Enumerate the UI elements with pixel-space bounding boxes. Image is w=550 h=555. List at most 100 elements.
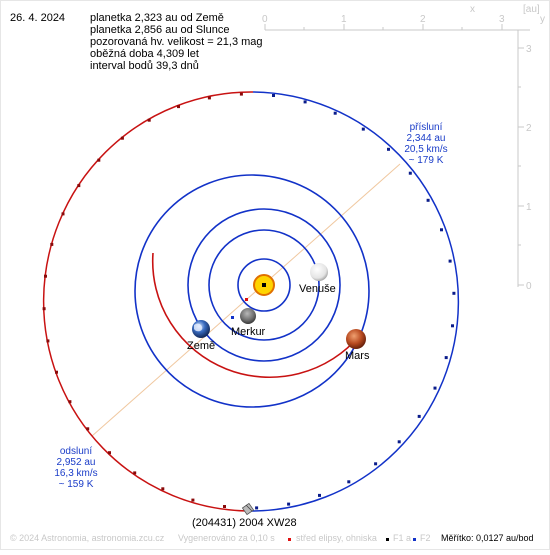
venus-orbit — [208, 229, 320, 341]
top-tick-label: 3 — [499, 14, 505, 25]
focus-marker — [262, 283, 266, 287]
orbit-point-marker — [97, 158, 101, 162]
orbit-point-marker — [68, 400, 72, 404]
right-tick-label: 2 — [526, 123, 532, 134]
orbit-point-marker — [433, 386, 437, 390]
orbit-point-marker — [397, 440, 401, 444]
legend-center-dot-wrap — [288, 533, 296, 543]
legend-f2-dot-wrap — [413, 533, 419, 543]
aphelion-title: odsluní — [59, 446, 93, 457]
orbit-point-marker — [223, 505, 226, 508]
mercury-icon — [240, 308, 256, 324]
top-axis — [264, 24, 530, 31]
venus-label: Venuše — [299, 283, 336, 295]
orbit-point-marker — [108, 451, 111, 455]
second-focus-marker — [231, 316, 234, 319]
mars-label: Mars — [345, 350, 370, 362]
mars-icon — [346, 329, 366, 349]
earth-label: Země — [187, 340, 216, 352]
orbit-point-marker — [303, 100, 307, 104]
top-tick-label: 1 — [341, 14, 347, 25]
info-line: pozorovaná hv. velikost = 21,3 mag — [90, 36, 263, 48]
orbit-point-marker — [333, 111, 337, 115]
axis-x-letter: x — [470, 4, 475, 15]
legend-f2-text: F2 — [420, 533, 431, 543]
asteroid-orbit-below — [42, 91, 254, 512]
mercury-label: Merkur — [231, 326, 266, 338]
right-tick-label: 0 — [526, 281, 532, 292]
aphelion-speed: 16,3 km/s — [54, 468, 98, 479]
legend-f1-dot — [386, 538, 389, 541]
orbit-point-marker — [255, 506, 259, 510]
orbit-point-marker — [426, 198, 430, 202]
orbit-point-marker — [318, 493, 321, 497]
venus-icon — [310, 263, 328, 281]
perihelion-label: přísluní 2,344 au 20,5 km/s ~ 179 K — [396, 122, 456, 166]
date-label: 26. 4. 2024 — [10, 12, 66, 24]
mercury-orbit — [237, 258, 291, 312]
orbit-point-marker — [50, 242, 54, 246]
orbit-point-marker — [451, 324, 454, 328]
orbit-point-marker — [46, 339, 50, 343]
top-tick-label: 0 — [262, 14, 268, 25]
perihelion-title: přísluní — [409, 122, 443, 133]
legend-f2-dot — [413, 538, 416, 541]
orbit-point-marker — [44, 274, 47, 278]
orbit-point-marker — [452, 291, 456, 295]
right-tick-label: 3 — [526, 44, 532, 55]
mars-orbit-below — [151, 252, 361, 378]
orbit-point-marker — [207, 96, 211, 100]
info-line: planetka 2,856 au od Slunce — [90, 24, 230, 36]
legend-center-dot — [288, 538, 291, 541]
info-line: interval bodů 39,3 dnů — [90, 60, 199, 72]
earth-cloud-shape — [194, 323, 203, 332]
orbit-point-marker — [133, 471, 137, 475]
orbit-point-marker — [374, 462, 378, 466]
orbit-point-marker — [387, 147, 390, 151]
scale-text: Měřítko: 0,0127 au/bod — [441, 533, 534, 543]
orbit-point-marker — [42, 307, 46, 311]
copyright-text: © 2024 Astronomia, astronomia.zcu.cz — [10, 533, 165, 543]
axis-y-letter: y — [540, 14, 545, 25]
orbit-point-marker — [440, 228, 443, 232]
orbit-point-marker — [147, 118, 151, 122]
legend-f1-dot-wrap — [386, 533, 392, 543]
aphelion-temperature: ~ 159 K — [58, 479, 94, 490]
orbit-point-marker — [61, 212, 65, 216]
orbit-point-marker — [120, 136, 124, 140]
generated-text: Vygenerováno za 0,10 s — [178, 533, 275, 543]
asteroid-name: (204431) 2004 XW28 — [192, 517, 297, 529]
orbit-point-marker — [191, 498, 195, 502]
orbit-point-marker — [347, 480, 351, 484]
orbit-point-marker — [55, 370, 58, 374]
top-tick-label: 2 — [420, 14, 426, 25]
axis-unit: [au] — [523, 4, 540, 15]
orbit-point-marker — [177, 105, 180, 109]
perihelion-temperature: ~ 179 K — [408, 155, 444, 166]
aphelion-distance: 2,952 au — [56, 457, 96, 468]
orbit-point-marker — [86, 427, 90, 431]
orbit-point-marker — [239, 92, 243, 96]
perihelion-speed: 20,5 km/s — [404, 144, 448, 155]
earth-orbit — [187, 208, 341, 362]
info-line: oběžná doba 4,309 let — [90, 48, 199, 60]
asteroid-icon — [241, 502, 255, 516]
orbit-point-marker — [287, 502, 291, 506]
info-line: planetka 2,323 au od Země — [90, 12, 224, 24]
aphelion-label: odsluní 2,952 au 16,3 km/s ~ 159 K — [44, 446, 108, 490]
right-tick-label: 1 — [526, 202, 532, 213]
orbit-point-marker — [361, 127, 365, 131]
asteroid-orbit-above — [248, 91, 460, 512]
asteroid-orbit-points — [42, 92, 456, 510]
legend-center-text: střed elipsy, ohniska — [296, 533, 377, 543]
orbit-point-marker — [408, 171, 412, 175]
mars-orbit — [134, 174, 370, 408]
legend-f1-text: F1 a — [393, 533, 412, 543]
ellipse-center-marker — [245, 298, 248, 301]
orbit-point-marker — [417, 414, 421, 418]
orbit-point-marker — [448, 259, 452, 263]
orbit-point-marker — [161, 487, 165, 491]
perihelion-distance: 2,344 au — [406, 133, 446, 144]
